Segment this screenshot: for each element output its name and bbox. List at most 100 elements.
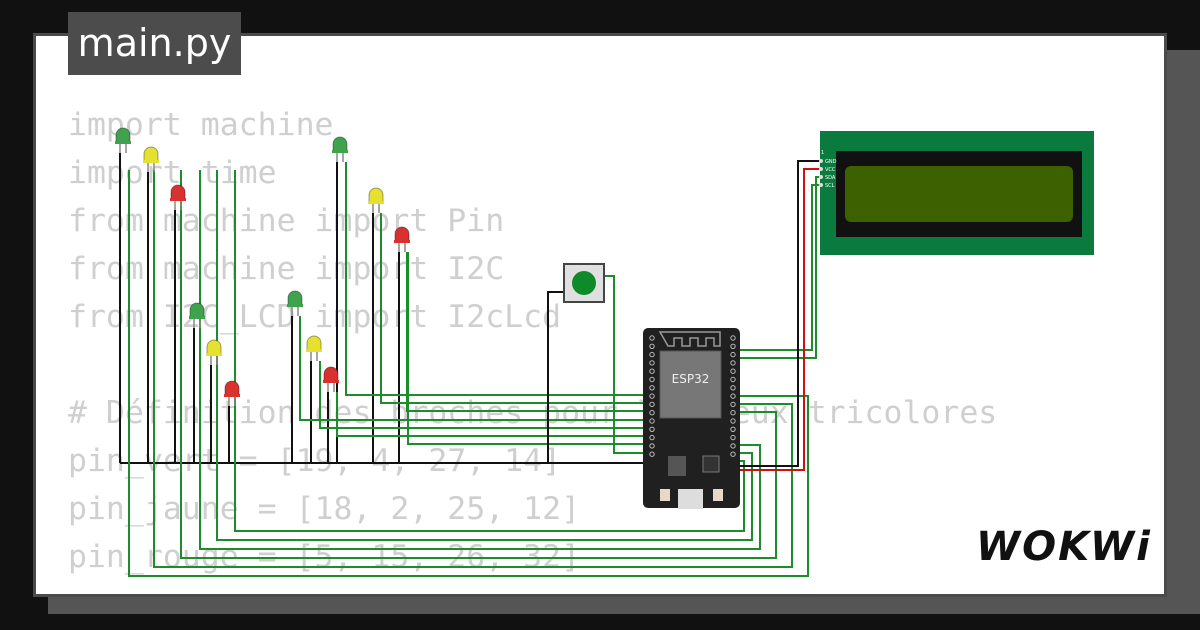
esp32-pin-left [649, 393, 655, 399]
lcd-vcc-wire [733, 168, 821, 471]
signal-loop-wire [180, 170, 777, 559]
led [306, 335, 322, 352]
esp32-pin-left [649, 351, 655, 358]
led-rim [143, 160, 159, 163]
signal-loop-wire [234, 170, 745, 532]
signal-loop-wire [216, 170, 753, 541]
esp32-pin-right [730, 418, 736, 424]
signal-loop-wire [153, 170, 793, 568]
led [115, 127, 131, 144]
esp32-pin-headers [649, 335, 736, 457]
lcd-pin [819, 175, 823, 179]
esp32-pin-left [649, 360, 655, 366]
esp32-pin-left [649, 434, 655, 441]
esp32-pin-right [730, 343, 736, 349]
esp32-pin-right [730, 376, 736, 383]
lcd-pin [819, 167, 823, 171]
esp32-pin-right [730, 368, 736, 374]
esp32-board[interactable]: ESP32 [643, 328, 740, 509]
led-rim [206, 353, 222, 356]
esp32-pin-right [730, 401, 736, 408]
signal-wire [319, 361, 652, 429]
button-signal-wire [604, 275, 652, 454]
lcd-pin [819, 183, 823, 187]
led [224, 380, 240, 397]
led-rim [115, 141, 131, 144]
signal-wire [406, 252, 652, 412]
lcd-sda-wire [733, 176, 821, 359]
code-line: from I2C_LCD import I2cLcd [68, 299, 562, 335]
esp32-pin-right [730, 451, 736, 457]
esp32-pin-left [649, 343, 655, 349]
esp32-pin-left [649, 376, 655, 383]
lcd-screen [845, 166, 1073, 222]
led [332, 136, 348, 153]
led [206, 339, 222, 356]
esp32-pin-right [730, 360, 736, 366]
esp32-pin-left [649, 418, 655, 424]
esp32-pin-left [649, 410, 655, 416]
esp32-pin-left [649, 368, 655, 374]
esp32-pin-left [649, 451, 655, 457]
led [287, 290, 303, 307]
esp32-pin-left [649, 385, 655, 391]
esp32-label: ESP32 [672, 372, 710, 386]
esp32-module [659, 350, 722, 419]
led-rim [332, 150, 348, 153]
esp32-pin-right [730, 426, 736, 432]
led-rim [394, 240, 410, 243]
wires [119, 153, 821, 577]
signal-wire [407, 252, 652, 445]
led [189, 302, 205, 319]
signal-wire [299, 316, 652, 421]
pushbutton-cap[interactable] [572, 271, 596, 295]
code-line: import time [68, 155, 277, 191]
esp32-pin-left [649, 443, 655, 449]
signal-wire [345, 162, 652, 396]
pushbutton[interactable] [563, 263, 605, 303]
led-rim [287, 304, 303, 307]
signal-loop-wire [199, 170, 761, 550]
esp32-pin-right [730, 385, 736, 391]
led-rim [189, 316, 205, 319]
esp32-pin-right [730, 443, 736, 449]
led-rim [170, 198, 186, 201]
code-line: from machine import I2C [68, 251, 505, 287]
led [394, 226, 410, 243]
esp32-pin-right [730, 393, 736, 399]
lcd-pin-label: SDA [825, 175, 836, 181]
esp32-pin-left [649, 426, 655, 432]
antenna-trace [658, 331, 721, 347]
reset-button[interactable] [713, 489, 723, 501]
led-rim [368, 201, 384, 204]
signal-loop-wire [128, 170, 809, 577]
project-card [33, 33, 1167, 597]
esp32-pin-right [730, 410, 736, 416]
code-line: import machine [68, 107, 334, 143]
regulator-chip [668, 456, 686, 476]
file-tab[interactable]: main.py [68, 12, 241, 75]
code-line: pin_vert = [19, 4, 27, 14] [68, 443, 562, 479]
lcd-pin-label: VCC [825, 167, 836, 173]
esp32-pin-left [649, 401, 655, 408]
esp32-pin-left [649, 335, 655, 341]
esp32-pin-right [730, 351, 736, 358]
micro-usb-port [678, 489, 703, 509]
lcd-pin-1-label: 1 [821, 150, 824, 156]
lcd-pin [819, 159, 823, 163]
lcd-pin-label: GND [825, 159, 837, 165]
signal-wire [380, 213, 652, 404]
button-ground-wire [547, 291, 564, 463]
led [170, 184, 186, 201]
led [143, 146, 159, 163]
code-line: from machine import Pin [68, 203, 505, 239]
wokwi-logo: WOKWi [976, 524, 1152, 570]
lcd-gnd-wire [733, 160, 821, 467]
led-rim [224, 394, 240, 397]
led-rim [306, 349, 322, 352]
signal-wire [336, 392, 652, 437]
boot-button[interactable] [660, 489, 670, 501]
